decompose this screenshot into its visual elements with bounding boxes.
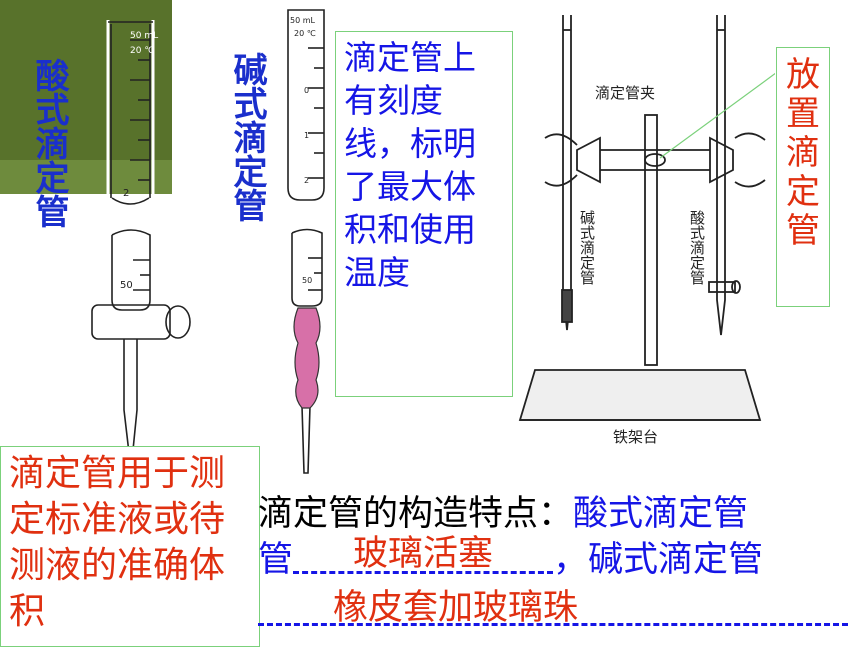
base-scale-temp: 20 ℃ [294,29,316,38]
acid-answer: 玻璃活塞 [353,534,494,574]
acid-scale-volume: 50 mL [130,31,158,41]
iron-stand-label: 铁架台 [613,428,658,446]
usage-text: 滴定管用于测定标准液或待测液的准确体积 [9,453,226,632]
base-burette-figure: 50 mL 20 ℃ 0 1 2 50 [287,9,325,474]
usage-box: 滴定管用于测定标准液或待测液的准确体积 [0,446,260,647]
acid-answer-blank: 玻璃活塞 [293,534,554,580]
feature-base-label: 碱式滴定管 [588,540,764,580]
placement-char: 滴 [786,133,820,173]
scale-info-text: 滴定管上有刻度线，标明了最大体积和使用温度 [344,38,476,292]
base-answer: 橡皮套加玻璃珠 [333,588,579,628]
iron-stand-figure: 滴定管夹 铁架台 [518,15,775,446]
acid-scale-mark-2: 2 [123,188,129,199]
base-scale-mark-2: 2 [304,176,309,185]
acid-scale-temp: 20 ℃ [130,46,154,56]
placement-char: 置 [786,94,820,134]
stand-acid-burette-label: 酸式滴定管 [688,210,706,285]
placement-char: 定 [786,172,820,212]
stand-base-burette-label: 碱式滴定管 [578,210,596,285]
acid-burette-title: 酸式滴定管 [29,58,69,228]
placement-char: 管 [786,211,820,251]
acid-scale-mark-50: 50 [120,280,133,291]
scale-info-box: 滴定管上有刻度线，标明了最大体积和使用温度 [335,31,513,397]
header-strip [0,160,172,194]
feature-acid-label: 酸式滴定管 [573,494,749,534]
clamp-label: 滴定管夹 [595,84,655,102]
base-scale-mark-1: 1 [304,131,309,140]
base-scale-volume: 50 mL [290,16,316,25]
base-burette-title: 碱式滴定管 [227,52,267,222]
feature-line-2: 管 玻璃活塞 ，碱式滴定管 [258,534,764,580]
placement-box: 放 置 滴 定 管 [776,47,830,307]
feature-statement: 滴定管的构造特点：酸式滴定管 [258,494,858,534]
acid-burette-figure: 50 mL 20 ℃ 2 50 [91,20,191,471]
base-scale-mark-0: 0 [304,86,309,95]
feature-prefix: 滴定管的构造特点： [258,494,574,534]
feature-line-3: 橡皮套加玻璃珠 [258,588,858,636]
feature-separator: ， [553,540,589,580]
base-scale-mark-50: 50 [302,276,312,285]
placement-char: 放 [786,55,820,95]
